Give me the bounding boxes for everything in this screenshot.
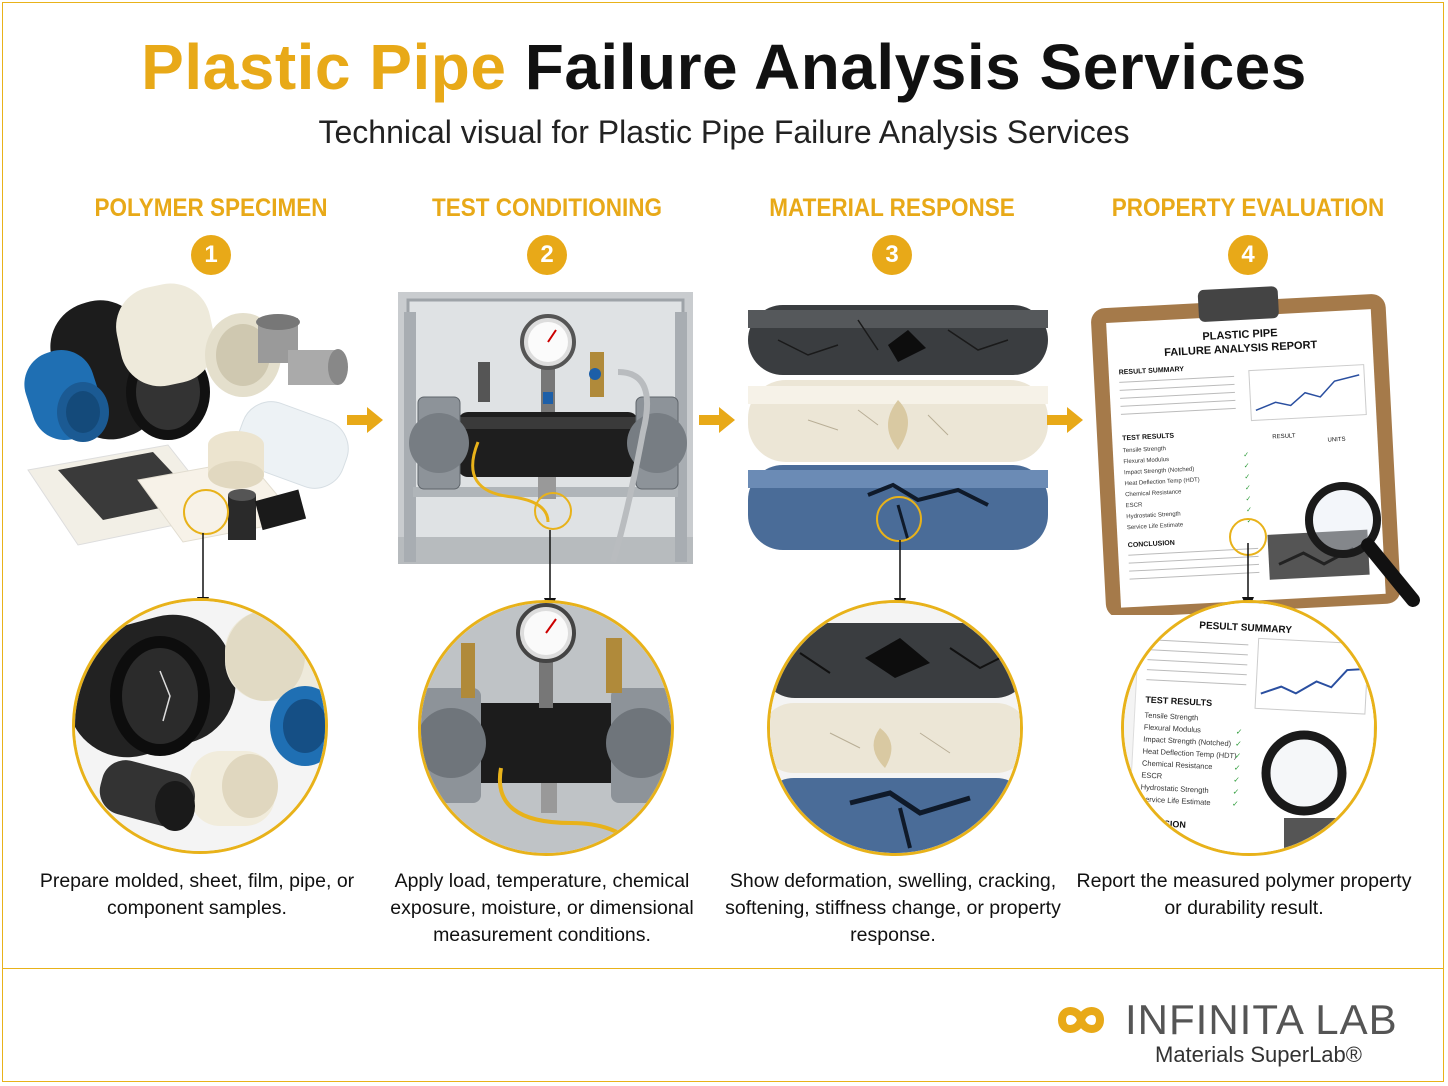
svg-text:✓: ✓ xyxy=(1232,787,1239,796)
report-header-1: PLASTIC PIPE xyxy=(1202,327,1278,343)
step-1-description: Prepare molded, sheet, film, pipe, or co… xyxy=(39,870,355,919)
svg-text:✓: ✓ xyxy=(1245,495,1251,503)
report-result-summary: RESULT SUMMARY xyxy=(1119,366,1185,376)
step-4-title: PROPERTY EVALUATION xyxy=(1111,194,1385,222)
arrow-right-icon xyxy=(1047,407,1083,433)
step-2-description: Apply load, temperature, chemical exposu… xyxy=(390,870,694,946)
report-row: Flexural Modulus xyxy=(1123,457,1169,465)
zoom-row: Chemical Resistance xyxy=(1142,758,1213,771)
zoom-row: Flexural Modulus xyxy=(1144,723,1202,735)
material-response-image xyxy=(748,305,1048,550)
step-1-title: POLYMER SPECIMEN xyxy=(94,194,328,222)
report-test-results: TEST RESULTS xyxy=(1122,433,1175,443)
svg-text:✓: ✓ xyxy=(1236,727,1243,736)
report-conclusion: CONCLUSION xyxy=(1128,540,1175,549)
page-subtitle: Technical visual for Plastic Pipe Failur… xyxy=(318,114,1130,150)
evaluation-zoom-circle: PESULT SUMMARY TEST RESULTS Tensile Stre… xyxy=(1121,600,1377,856)
page-title: Plastic Pipe Failure Analysis Services xyxy=(0,30,1448,104)
report-row: Tensile Strength xyxy=(1123,446,1166,454)
infinity-icon xyxy=(1057,1007,1105,1033)
title-main: Failure Analysis Services xyxy=(524,31,1307,103)
logo-name: INFINITA LAB xyxy=(1125,996,1398,1043)
test-conditioning-image xyxy=(398,292,693,564)
report-row: Impact Strength (Notched) xyxy=(1124,467,1195,477)
polymer-specimen-image xyxy=(24,283,349,546)
zoom-row: Service Life Estimate xyxy=(1140,794,1211,807)
svg-text:✓: ✓ xyxy=(1246,506,1252,514)
step-4-number: 4 xyxy=(1228,235,1268,275)
zoom-summary-label: PESULT SUMMARY xyxy=(1199,620,1293,636)
svg-text:✓: ✓ xyxy=(1246,517,1252,525)
step-2-title: TEST CONDITIONING xyxy=(431,194,663,222)
svg-text:✓: ✓ xyxy=(1245,484,1251,492)
report-row: Service Life Estimate xyxy=(1127,522,1184,531)
title-accent: Plastic Pipe xyxy=(141,31,507,103)
step-3-number: 3 xyxy=(872,235,912,275)
svg-text:✓: ✓ xyxy=(1232,799,1239,808)
svg-text:✓: ✓ xyxy=(1235,739,1242,748)
report-row: ESCR xyxy=(1126,502,1144,509)
svg-text:✓: ✓ xyxy=(1233,775,1240,784)
company-logo: INFINITA LAB Materials SuperLab® xyxy=(1040,992,1420,1072)
footer-divider xyxy=(2,968,1444,969)
step-1-number: 1 xyxy=(191,235,231,275)
arrow-right-icon xyxy=(699,407,735,433)
step-3-title: MATERIAL RESPONSE xyxy=(769,194,1015,222)
step-2-number: 2 xyxy=(527,235,567,275)
zoom-test-results: TEST RESULTS xyxy=(1145,695,1212,708)
svg-text:✓: ✓ xyxy=(1243,451,1249,459)
step-4-description: Report the measured polymer property or … xyxy=(1076,870,1412,919)
arrow-right-icon xyxy=(347,407,383,433)
response-zoom-circle xyxy=(767,600,1023,856)
property-evaluation-image: PLASTIC PIPE FAILURE ANALYSIS REPORT RES… xyxy=(1091,286,1420,615)
zoom-row: Hydrostatic Strength xyxy=(1141,782,1209,795)
svg-text:✓: ✓ xyxy=(1234,763,1241,772)
logo-tagline: Materials SuperLab® xyxy=(1155,1042,1362,1067)
conditioning-zoom-circle xyxy=(418,600,674,856)
step-3-description: Show deformation, swelling, cracking, so… xyxy=(725,870,1061,946)
zoom-row: ESCR xyxy=(1141,770,1163,780)
specimen-zoom-circle xyxy=(72,598,328,854)
svg-text:✓: ✓ xyxy=(1244,462,1250,470)
report-col-units: UNITS xyxy=(1327,437,1345,444)
report-row: Chemical Resistance xyxy=(1125,489,1182,498)
svg-text:✓: ✓ xyxy=(1234,751,1241,760)
svg-text:✓: ✓ xyxy=(1244,473,1250,481)
report-row: Heat Deflection Temp (HDT) xyxy=(1124,477,1199,487)
report-col-result: RESULT xyxy=(1272,433,1296,440)
report-row: Hydrostatic Strength xyxy=(1126,511,1181,520)
zoom-row: Tensile Strength xyxy=(1144,711,1198,723)
